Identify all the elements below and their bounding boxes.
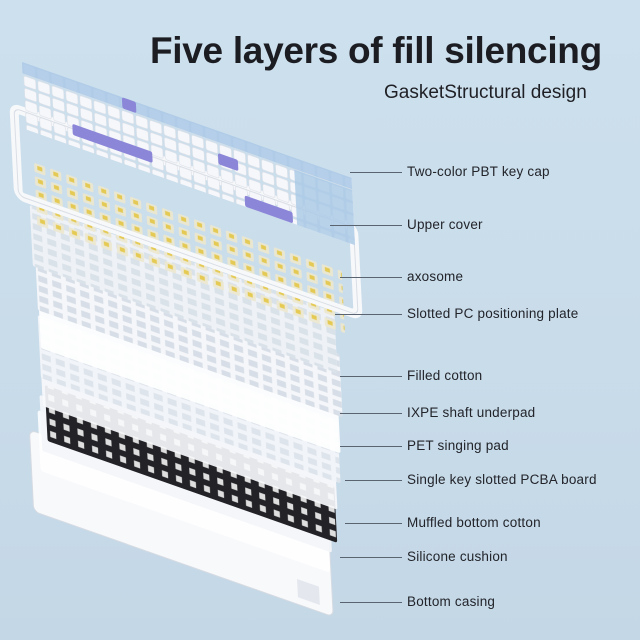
leader-axosome bbox=[340, 277, 402, 278]
leader-pet bbox=[340, 446, 402, 447]
leader-filled-cotton bbox=[340, 376, 402, 377]
layer-switches bbox=[32, 160, 346, 337]
label-filled-cotton: Filled cotton bbox=[407, 368, 483, 383]
label-bottom-cotton: Muffled bottom cotton bbox=[407, 515, 541, 530]
leader-pcba bbox=[345, 480, 402, 481]
label-keycap: Two-color PBT key cap bbox=[407, 164, 550, 179]
leader-upper-cover bbox=[330, 225, 402, 226]
leader-bottom-cotton bbox=[345, 523, 402, 524]
leader-plate bbox=[335, 314, 402, 315]
label-pet: PET singing pad bbox=[407, 438, 509, 453]
label-casing: Bottom casing bbox=[407, 594, 496, 609]
label-upper-cover: Upper cover bbox=[407, 217, 483, 232]
label-plate: Slotted PC positioning plate bbox=[407, 306, 579, 321]
label-pcba: Single key slotted PCBA board bbox=[407, 472, 597, 487]
page-subtitle: GasketStructural design bbox=[384, 82, 587, 103]
leader-silicone bbox=[340, 557, 402, 558]
label-ixpe: IXPE shaft underpad bbox=[407, 405, 536, 420]
label-axosome: axosome bbox=[407, 269, 464, 284]
leader-keycap bbox=[350, 172, 402, 173]
page-title: Five layers of fill silencing bbox=[150, 30, 602, 71]
leader-ixpe bbox=[340, 413, 402, 414]
label-silicone: Silicone cushion bbox=[407, 549, 508, 564]
layer-keycaps bbox=[22, 62, 356, 246]
leader-casing bbox=[340, 602, 402, 603]
